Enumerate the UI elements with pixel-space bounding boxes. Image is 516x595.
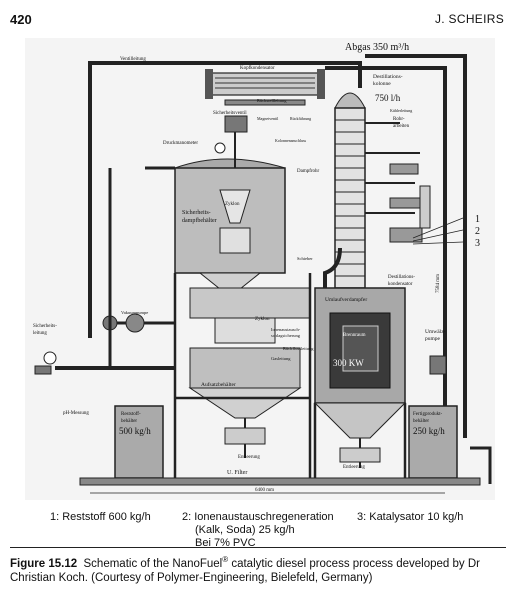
label-height: 7584 mm (436, 274, 441, 293)
label-safety-line-1: Sicherheits- (33, 324, 57, 329)
label-pump-1: Umwälz- (425, 329, 446, 335)
caption-label: Figure 15.12 (10, 557, 78, 570)
label-ph-messung: pH-Messung (63, 411, 89, 416)
label-sicherheitsventil: Sicherheitsventil (213, 111, 247, 116)
label-magnetventil: Magnetventil (257, 116, 279, 121)
label-ionenaustausch-2: schlagsicherung (271, 333, 301, 338)
label-aufsatzbehaelter: Aufsatzbehälter (201, 381, 236, 388)
label-destillat-1: Destillations- (388, 275, 415, 280)
caption-rule (10, 547, 506, 548)
label-num-2: 2 (475, 226, 480, 237)
label-width: 6400 mm (255, 488, 274, 493)
label-rueckfluss: Rückflussleitung (283, 346, 314, 351)
label-dampfrohr: Dampfrohr (297, 169, 320, 174)
label-ionenaustausch-1: Ionenaustausch- (271, 327, 301, 332)
running-head: J. SCHEIRS (434, 12, 504, 26)
label-vakuum: Vakuumpumpe (121, 310, 148, 315)
label-zyklon-top: Zyklon (225, 202, 240, 207)
label-product-container-2: behälter (413, 419, 429, 424)
label-safety-line-2: leitung (33, 331, 47, 336)
label-safety-vessel-1: Sicherheits- (182, 210, 211, 216)
label-rueckstellleitung: Rückstellleitung (257, 98, 287, 103)
left-pumps (34, 166, 175, 375)
process-schematic-figure: Abgas 350 m³/h Ventilleitung Kopfkondens… (25, 38, 495, 500)
caption-registered: ® (222, 555, 229, 564)
circulation-evaporator (313, 287, 407, 468)
label-flow-250: 250 kg/h (413, 426, 445, 436)
safety-steam-vessel (174, 115, 286, 294)
legend-item-2: 2: Ionenaustauschregeneration (Kalk, Sod… (182, 511, 334, 550)
label-ventilleitung: Ventilleitung (120, 57, 146, 62)
label-residue-container-1: Reststoff- (121, 412, 141, 417)
distillation-column (323, 92, 431, 308)
caption-text-after: catalytic diesel process process develop… (10, 557, 480, 584)
top-piping (88, 54, 467, 438)
label-filter: U. Filter (227, 470, 247, 476)
label-entleerung-left: Entleerung (238, 455, 260, 460)
legend-item-2-line-1: 2: Ionenaustauschregeneration (182, 511, 334, 523)
head-condenser (205, 69, 325, 106)
label-kolonnenanschluss: Kolonnenanschluss (275, 138, 307, 143)
label-num-3: 3 (475, 238, 480, 249)
label-column-2: kolonne (373, 81, 391, 87)
label-column-1: Destillations- (373, 74, 403, 80)
legend-item-2-line-2: (Kalk, Soda) 25 kg/h (195, 524, 295, 536)
support-frame (173, 273, 407, 483)
legend-item-2-line-3: Bei 7% PVC (195, 537, 256, 549)
label-destillat-2: kondensator (388, 282, 413, 287)
label-kuehlerleitung: Kühlerleitung (390, 108, 412, 113)
label-pump-2: pumpe (425, 336, 441, 342)
label-flow-500: 500 kg/h (119, 426, 151, 436)
label-abgas: Abgas 350 m³/h (345, 42, 409, 53)
label-rohr-2: arbeiten (393, 124, 410, 129)
label-entleerung-right: Entleerung (343, 465, 365, 470)
label-product-container-1: Fertigprodukt- (413, 412, 442, 417)
ion-exchange-unit (188, 287, 311, 458)
figure-caption: Figure 15.12 Schematic of the NanoFuel® … (10, 553, 508, 585)
label-umlaufverdampfer: Umlaufverdampfer (325, 296, 367, 303)
label-rueckfuehrung: Rückführung (290, 116, 311, 121)
label-zyklon-mid: Zyklon (255, 317, 270, 322)
label-kopfkondensator: Kopfkondensator (240, 66, 275, 71)
label-residue-container-2: behälter (121, 419, 137, 424)
label-druckmanometer: Druckmanometer (163, 141, 198, 146)
label-schieber: Schieber (297, 256, 313, 261)
label-rohr-1: Rohr- (393, 117, 405, 122)
label-flow-750: 750 l/h (375, 93, 401, 103)
label-power: 300 KW (333, 358, 364, 368)
ground-slab (79, 477, 481, 486)
legend-item-3: 3: Katalysator 10 kg/h (357, 511, 464, 523)
label-brennraum: Brennraum (343, 333, 366, 338)
containers (114, 355, 458, 479)
label-safety-vessel-2: dampfbehälter (182, 217, 217, 224)
label-gasleitung: Gasleitung (271, 356, 291, 361)
label-num-1: 1 (475, 214, 480, 225)
caption-text-before: Schematic of the NanoFuel (83, 557, 223, 570)
page-number: 420 (10, 12, 32, 27)
process-schematic-svg: Abgas 350 m³/h Ventilleitung Kopfkondens… (25, 38, 495, 500)
legend-item-1: 1: Reststoff 600 kg/h (50, 511, 151, 523)
